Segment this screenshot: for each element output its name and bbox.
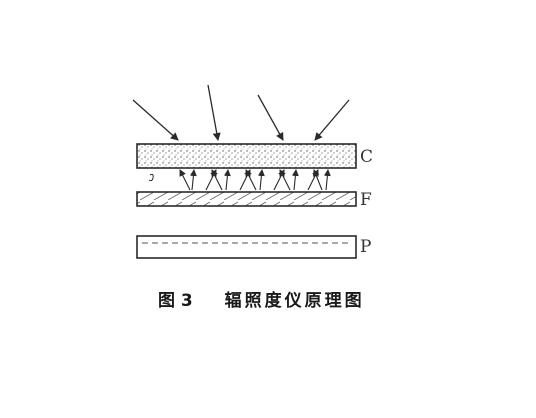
figure-title: 辐照度仪原理图 xyxy=(224,291,365,311)
incident-arrow-3 xyxy=(257,94,284,141)
plate-c-label: C xyxy=(360,147,373,167)
emitted-radiation-arrows xyxy=(148,169,331,191)
plate-c: C xyxy=(136,143,373,169)
plate-f: F xyxy=(136,190,372,210)
incident-arrow-2 xyxy=(207,84,221,141)
incident-arrow-1 xyxy=(132,99,179,141)
figure-number: 图 3 xyxy=(158,291,193,311)
plate-p-label: P xyxy=(360,237,371,257)
incident-radiation-arrows xyxy=(132,84,350,141)
incident-arrow-4 xyxy=(314,99,350,141)
plate-p: P xyxy=(136,235,371,259)
plate-f-label: F xyxy=(360,190,372,210)
figure-caption: 图 3 辐照度仪原理图 xyxy=(158,286,365,311)
